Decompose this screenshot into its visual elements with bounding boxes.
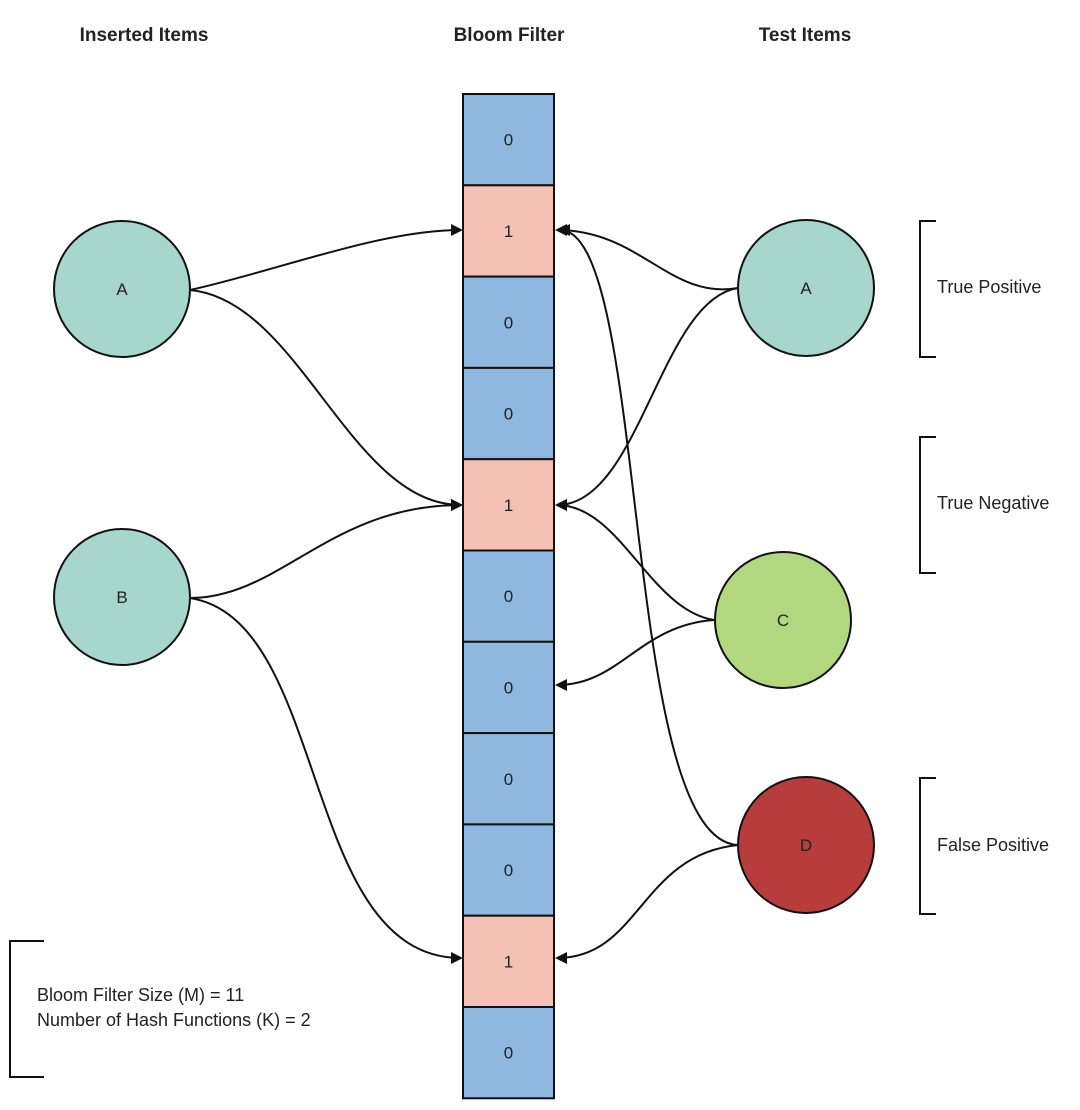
inserted-node-b-label: B [116, 588, 127, 607]
label-true-positive: True Positive [937, 277, 1041, 297]
label-true-negative: True Negative [937, 493, 1049, 513]
bit-cell-0 [462, 93, 555, 187]
bit-value-5: 0 [504, 587, 513, 606]
test-edges [555, 224, 739, 964]
edge-test-c-to-bit-6 [555, 619, 715, 691]
header-inserted-items: Inserted Items [80, 25, 209, 46]
bracket-info [9, 940, 44, 1078]
edge-test-d-to-bit-1 [558, 224, 739, 846]
info-block: Bloom Filter Size (M) = 11 Number of Has… [9, 940, 311, 1078]
bit-cell-10 [462, 1006, 555, 1100]
edge-inserted-a-to-bit-1 [189, 224, 463, 291]
header-test-items: Test Items [759, 25, 852, 46]
result-true-positive: True Positive [919, 220, 1041, 358]
bit-cell-9 [462, 914, 555, 1009]
test-node-c: C [714, 551, 852, 689]
bracket-true-negative [919, 436, 936, 574]
inserted-node-a-label: A [116, 280, 128, 299]
edge-test-d-to-bit-9 [555, 844, 739, 964]
test-node-d-label: D [800, 836, 812, 855]
bit-value-7: 0 [504, 770, 513, 789]
bit-value-0: 0 [504, 131, 513, 150]
edge-inserted-b-to-bit-4 [189, 499, 463, 599]
bit-cell-7 [462, 732, 555, 826]
bracket-true-positive [919, 220, 936, 358]
edge-test-c-to-bit-4 [555, 499, 715, 621]
test-node-a: A [737, 219, 875, 357]
bit-value-6: 0 [504, 678, 513, 697]
label-false-positive: False Positive [937, 835, 1049, 855]
bit-value-10: 0 [504, 1044, 513, 1063]
bit-cell-3 [462, 366, 555, 461]
bracket-false-positive [919, 777, 936, 915]
bit-value-3: 0 [504, 405, 513, 424]
inserted-node-a: A [53, 220, 191, 358]
bit-value-4: 1 [504, 496, 513, 515]
edge-test-a-to-bit-4 [555, 287, 739, 511]
edge-inserted-b-to-bit-9 [189, 597, 463, 964]
edge-inserted-a-to-bit-4 [189, 289, 463, 511]
bit-cell-1 [462, 184, 555, 278]
test-node-c-circle [714, 551, 852, 689]
test-node-d: D [737, 776, 875, 914]
bit-cell-5 [462, 549, 555, 643]
inserted-node-b: B [53, 528, 191, 666]
header-bloom-filter: Bloom Filter [454, 25, 565, 46]
test-node-d-circle [737, 776, 875, 914]
bit-value-1: 1 [504, 222, 513, 241]
test-node-a-label: A [800, 279, 812, 298]
inserted-node-a-circle [53, 220, 191, 358]
test-node-c-label: C [777, 611, 789, 630]
result-true-negative: True Negative [919, 436, 1049, 574]
info-hash-line: Number of Hash Functions (K) = 2 [37, 1010, 311, 1030]
result-false-positive: False Positive [919, 777, 1049, 915]
test-node-a-circle [737, 219, 875, 357]
edge-test-a-to-bit-1 [555, 224, 739, 291]
bit-value-8: 0 [504, 861, 513, 880]
bit-value-9: 1 [504, 952, 513, 971]
inserted-edges [189, 224, 463, 964]
inserted-node-b-circle [53, 528, 191, 666]
bit-value-2: 0 [504, 313, 513, 332]
info-size-line: Bloom Filter Size (M) = 11 [37, 985, 244, 1005]
bit-array: 0 1 0 0 1 0 0 0 0 1 0 [462, 93, 555, 1100]
